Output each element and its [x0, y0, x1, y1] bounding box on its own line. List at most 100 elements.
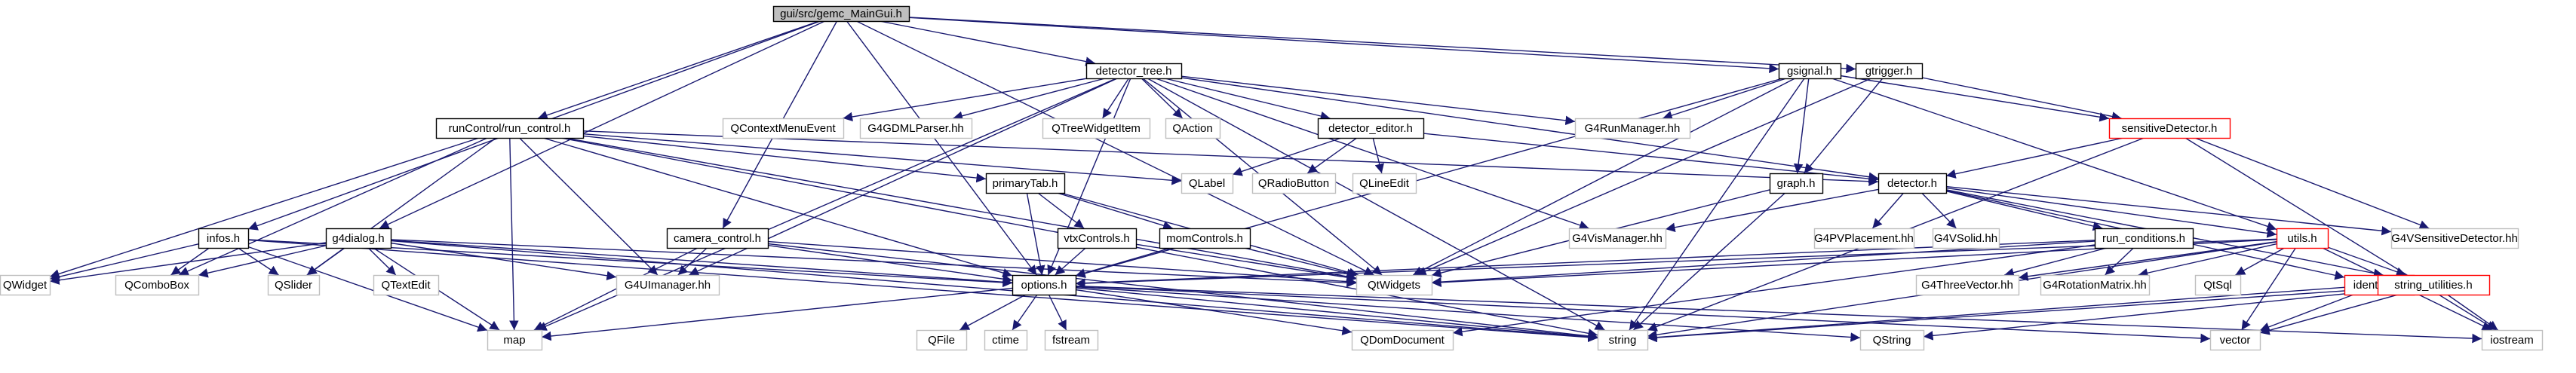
node-label-detector: detector.h	[1887, 177, 1937, 190]
node-utils[interactable]: utils.h	[2276, 228, 2329, 249]
node-QContextMenuEvent[interactable]: QContextMenuEvent	[722, 118, 845, 139]
edge-graph-to-string	[1632, 192, 1786, 331]
node-box-QString	[1859, 329, 1925, 351]
node-box-run_conditions	[2094, 228, 2194, 249]
node-QLineEdit[interactable]: QLineEdit	[1352, 173, 1417, 194]
node-G4RotationMatrix[interactable]: G4RotationMatrix.hh	[2040, 274, 2151, 296]
edge-vtxControls-to-options	[1055, 247, 1086, 276]
node-detector_editor[interactable]: detector_editor.h	[1317, 118, 1425, 139]
node-box-QComboBox	[115, 274, 200, 296]
node-sensitiveDetector[interactable]: sensitiveDetector.h	[2108, 118, 2231, 139]
node-run_conditions[interactable]: run_conditions.h	[2094, 228, 2194, 249]
node-fstream[interactable]: fstream	[1044, 329, 1099, 351]
node-label-iostream: iostream	[2490, 334, 2534, 347]
node-vector[interactable]: vector	[2209, 329, 2261, 351]
node-QFile[interactable]: QFile	[916, 329, 968, 351]
edge-runControl-to-QtWidgets	[564, 137, 1357, 282]
node-G4GDMLParser[interactable]: G4GDMLParser.hh	[859, 118, 973, 139]
edge-string_utilities-to-string	[1647, 288, 2378, 343]
node-G4RunManager[interactable]: G4RunManager.hh	[1574, 118, 1691, 139]
node-box-vtxControls	[1057, 228, 1138, 249]
edge-options-to-fstream	[1048, 294, 1067, 331]
node-iostream[interactable]: iostream	[2481, 329, 2544, 351]
node-string_utilities[interactable]: string_utilities.h	[2377, 274, 2491, 296]
node-G4PVPlacement[interactable]: G4PVPlacement.hh	[1813, 228, 1915, 249]
edge-root-to-gsignal	[908, 17, 1779, 74]
node-QtWidgets[interactable]: QtWidgets	[1356, 274, 1433, 296]
edge-root-to-options	[846, 20, 1037, 276]
node-graph[interactable]: graph.h	[1769, 173, 1824, 194]
node-label-QtWidgets: QtWidgets	[1368, 279, 1420, 292]
node-G4VSolid[interactable]: G4VSolid.hh	[1932, 228, 2000, 249]
node-QSlider[interactable]: QSlider	[267, 274, 321, 296]
node-label-options: options.h	[1021, 279, 1067, 292]
node-label-gsignal: gsignal.h	[1787, 65, 1832, 78]
node-box-G4RotationMatrix	[2040, 274, 2151, 296]
node-QRadioButton[interactable]: QRadioButton	[1251, 173, 1337, 194]
node-detector[interactable]: detector.h	[1878, 173, 1948, 194]
node-label-G4RotationMatrix: G4RotationMatrix.hh	[2043, 279, 2147, 292]
node-label-detector_tree: detector_tree.h	[1096, 65, 1172, 78]
edge-detector-to-G4VSensitiveDetector	[1945, 185, 2392, 236]
edge-gsignal-to-string	[1629, 78, 1805, 331]
node-detector_tree[interactable]: detector_tree.h	[1085, 63, 1183, 80]
node-QString[interactable]: QString	[1859, 329, 1925, 351]
node-QTreeWidgetItem[interactable]: QTreeWidgetItem	[1042, 118, 1151, 139]
node-g4dialog[interactable]: g4dialog.h	[325, 228, 392, 249]
node-box-momControls	[1159, 228, 1251, 249]
node-G4UImanager[interactable]: G4UImanager.hh	[616, 274, 720, 296]
node-QDomDocument[interactable]: QDomDocument	[1351, 329, 1454, 351]
edge-detector-to-G4PVPlacement	[1871, 192, 1905, 229]
node-QtSql[interactable]: QtSql	[2194, 274, 2242, 296]
edge-detector_tree-to-QTreeWidgetItem	[1102, 78, 1129, 119]
nodes-layer: gui/src/gemc_MainGui.h detector_tree.h gsi…	[0, 5, 2544, 351]
edge-runControl-to-detector	[582, 130, 1879, 187]
node-box-G4PVPlacement	[1813, 228, 1915, 249]
node-label-ctime: ctime	[992, 334, 1019, 347]
node-root[interactable]: gui/src/gemc_MainGui.h	[772, 5, 910, 23]
node-primaryTab[interactable]: primaryTab.h	[985, 173, 1066, 194]
node-label-QtSql: QtSql	[2203, 279, 2232, 292]
node-box-camera_control	[666, 228, 769, 249]
node-box-graph	[1769, 173, 1824, 194]
node-label-map: map	[503, 334, 525, 347]
edge-gsignal-to-G4RunManager	[1662, 78, 1787, 121]
edge-root-to-QtWidgets	[856, 20, 1374, 276]
node-label-QComboBox: QComboBox	[124, 279, 189, 292]
edge-root-to-g4dialog	[379, 20, 825, 229]
edge-detector_tree-to-G4GDMLParser	[953, 78, 1106, 121]
node-QLabel[interactable]: QLabel	[1181, 173, 1234, 194]
node-string[interactable]: string	[1597, 329, 1649, 351]
edge-primaryTab-to-vtxControls	[1037, 192, 1085, 229]
edge-detector-to-G4VisManager	[1665, 188, 1879, 232]
node-box-infos	[198, 228, 250, 249]
node-gsignal[interactable]: gsignal.h	[1778, 63, 1842, 80]
node-infos[interactable]: infos.h	[198, 228, 250, 249]
node-momControls[interactable]: momControls.h	[1159, 228, 1251, 249]
node-box-g4dialog	[325, 228, 392, 249]
edge-options-to-QFile	[959, 294, 1027, 331]
node-G4VisManager[interactable]: G4VisManager.hh	[1568, 228, 1667, 249]
node-QTextEdit[interactable]: QTextEdit	[373, 274, 440, 296]
edge-runControl-to-QWidget	[49, 137, 480, 279]
node-ctime[interactable]: ctime	[984, 329, 1028, 351]
edge-string_utilities-to-QString	[1923, 289, 2378, 341]
edge-infos-to-QWidget	[49, 243, 199, 282]
edge-utils-to-string_utilities	[2327, 246, 2406, 277]
node-G4VSensitiveDetector[interactable]: G4VSensitiveDetector.hh	[2390, 228, 2519, 249]
node-QAction[interactable]: QAction	[1165, 118, 1221, 139]
node-box-options	[1012, 274, 1077, 296]
node-vtxControls[interactable]: vtxControls.h	[1057, 228, 1138, 249]
node-box-gtrigger	[1855, 63, 1924, 80]
node-map[interactable]: map	[487, 329, 543, 351]
node-QWidget[interactable]: QWidget	[0, 274, 51, 296]
node-options[interactable]: options.h	[1012, 274, 1077, 296]
node-box-G4RunManager	[1574, 118, 1691, 139]
node-runControl[interactable]: runControl/run_control.h	[435, 118, 585, 139]
node-G4ThreeVector[interactable]: G4ThreeVector.hh	[1915, 274, 2020, 296]
node-gtrigger[interactable]: gtrigger.h	[1855, 63, 1924, 80]
edge-root-to-runControl	[537, 20, 820, 120]
node-QComboBox[interactable]: QComboBox	[115, 274, 200, 296]
node-camera_control[interactable]: camera_control.h	[666, 228, 769, 249]
node-label-graph: graph.h	[1777, 177, 1816, 190]
